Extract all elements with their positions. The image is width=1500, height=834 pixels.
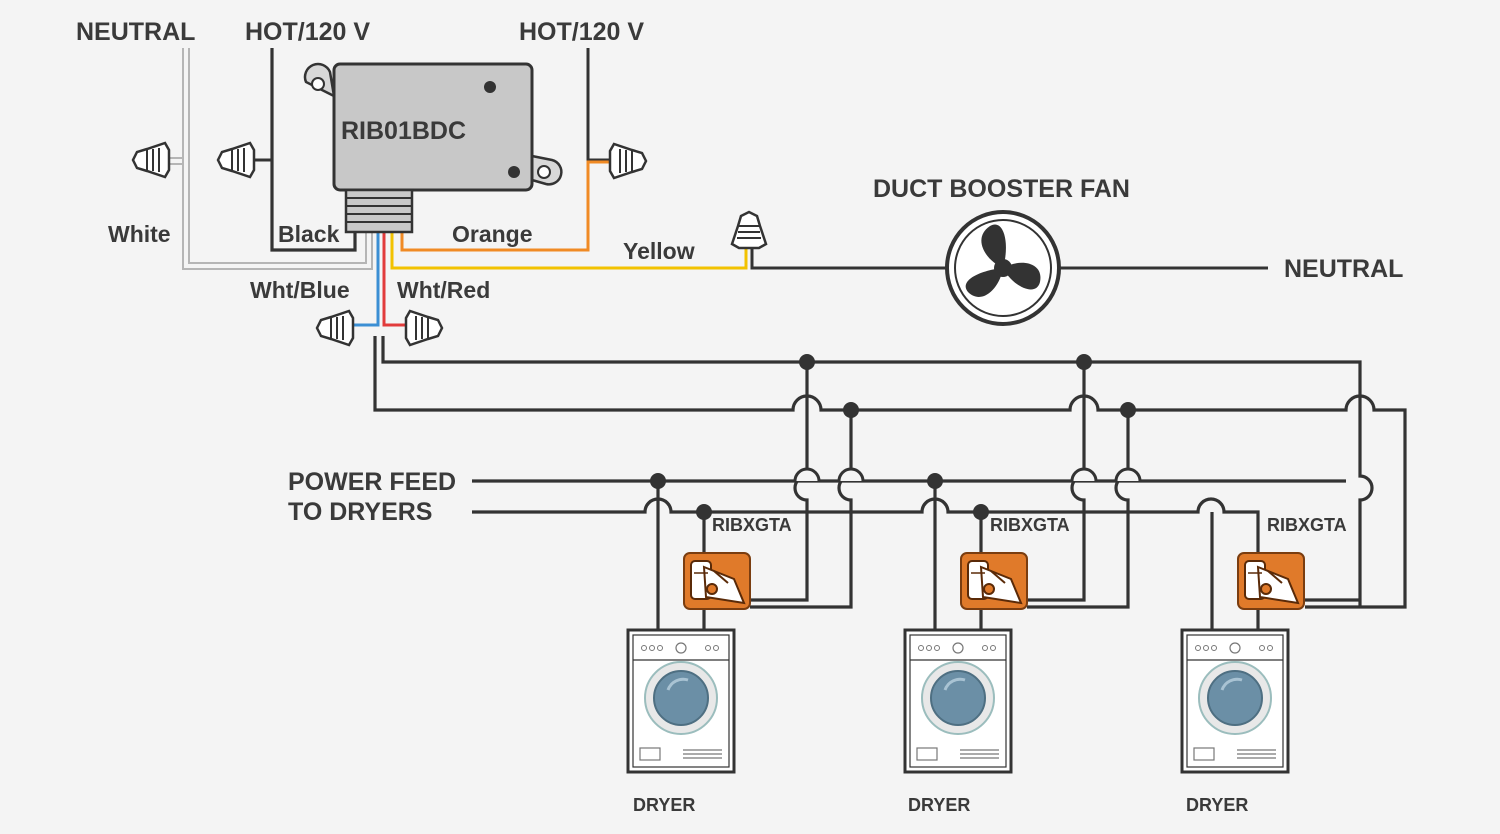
black-wire [270,48,357,252]
current-sensor-icon [683,552,751,610]
dryer-label: DRYER [633,795,695,815]
sensor-label: RIBXGTA [990,515,1070,535]
power-feed-label-1: POWER FEED [288,468,456,496]
current-sensor-icon [960,552,1028,610]
orange-wire [400,160,612,252]
current-sensor-icon [1237,552,1305,610]
yellow-wire-label: Yellow [623,238,695,264]
sensor-label: RIBXGTA [712,515,792,535]
wire-nut-icon [131,141,171,179]
neutral-top-label: NEUTRAL [76,18,195,46]
wire-nut-icon [216,141,256,179]
wht-red-wire [382,232,408,327]
yellow-wire [390,232,748,270]
dryer-icon [903,628,1013,774]
wht-red-label: Wht/Red [397,277,490,303]
fan-icon [945,210,1061,326]
power-feed-label-2: TO DRYERS [288,498,432,526]
neutral-right-label: NEUTRAL [1284,255,1403,283]
white-neutral-wire-inner [188,48,367,264]
black-wire-label: Black [278,221,340,247]
hot-right-label: HOT/120 V [519,18,644,46]
hot-left-label: HOT/120 V [245,18,370,46]
wire-nut-icon [315,309,355,347]
wire-nut-icon [730,210,768,250]
relay-box [303,62,563,234]
wire-nut-icon [404,309,444,347]
wht-blue-wire [350,232,380,327]
dryer-label: DRYER [1186,795,1248,815]
hot-right-wire [586,48,612,162]
dryer-icon [1180,628,1290,774]
fan-wire [750,244,1268,270]
red-bus-wire [381,336,1374,607]
relay-model-label: RIB01BDC [341,117,466,145]
power-feed-line-2 [472,497,1260,552]
dryer-label: DRYER [908,795,970,815]
sensor-label: RIBXGTA [1267,515,1347,535]
orange-wire-label: Orange [452,221,533,247]
wht-blue-label: Wht/Blue [250,277,350,303]
white-wire-label: White [108,221,171,247]
fan-title: DUCT BOOSTER FAN [873,175,1130,203]
wire-nut-icon [608,142,648,180]
dryer-icon [626,628,736,774]
